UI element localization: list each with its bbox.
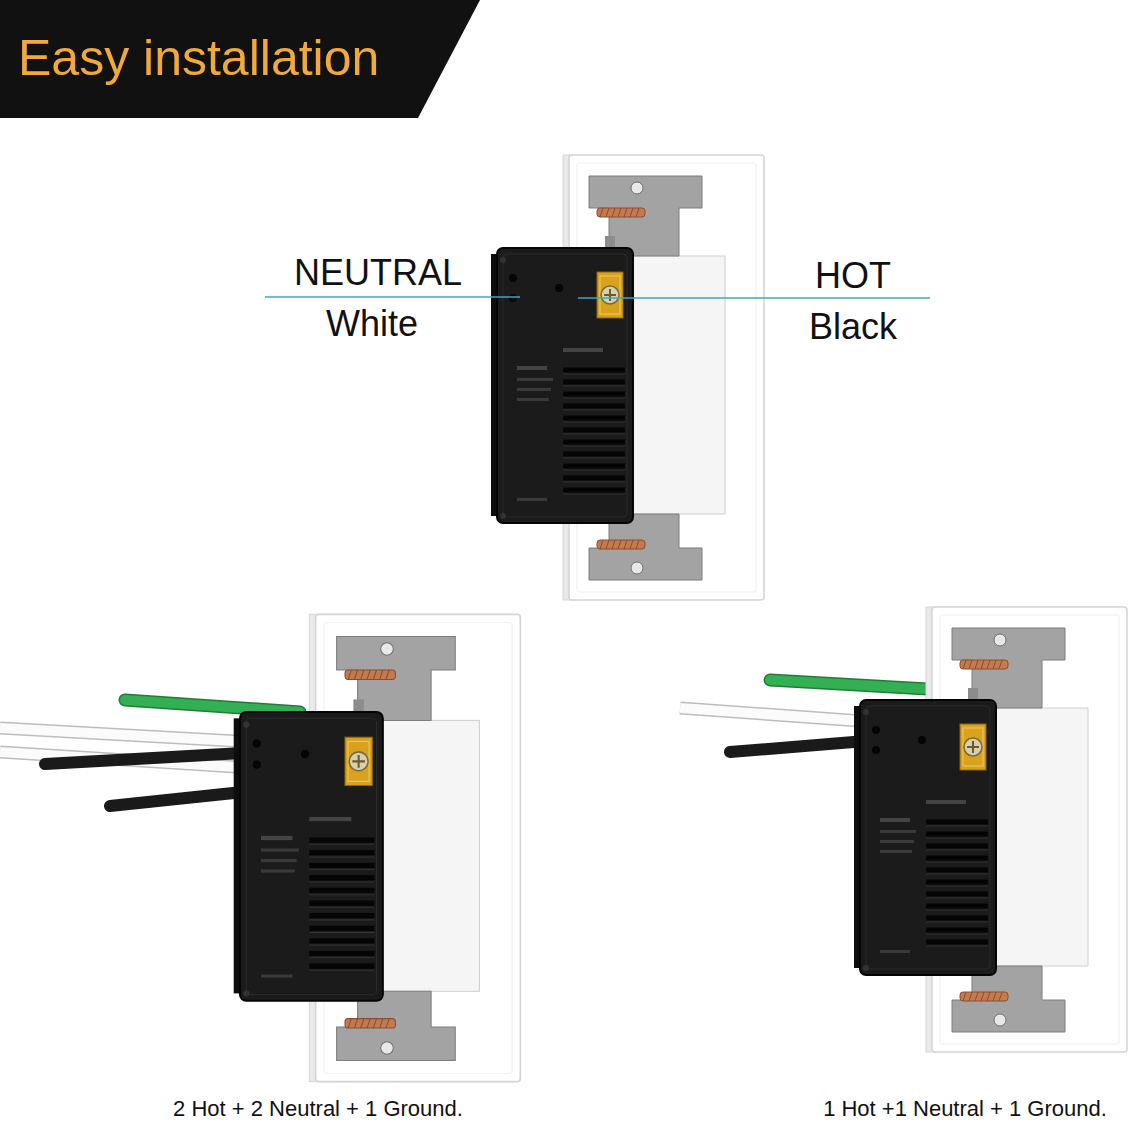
wire-label: HOT: [815, 255, 891, 296]
wire-label: NEUTRAL: [294, 252, 462, 293]
switch-illustration: [234, 614, 521, 1081]
title: Easy installation: [18, 30, 379, 88]
caption-text: 1 Hot +1 Neutral + 1 Ground.: [823, 1096, 1107, 1121]
caption-text: 2 Hot + 2 Neutral + 1 Ground.: [173, 1096, 463, 1121]
wire-color: Black: [809, 306, 897, 347]
title-banner: [0, 0, 480, 118]
switch-illustration: [491, 155, 764, 600]
switch-illustration: [854, 607, 1127, 1052]
wire-color: White: [326, 303, 418, 344]
leader-line: [578, 297, 930, 299]
leader-line: [265, 296, 520, 298]
